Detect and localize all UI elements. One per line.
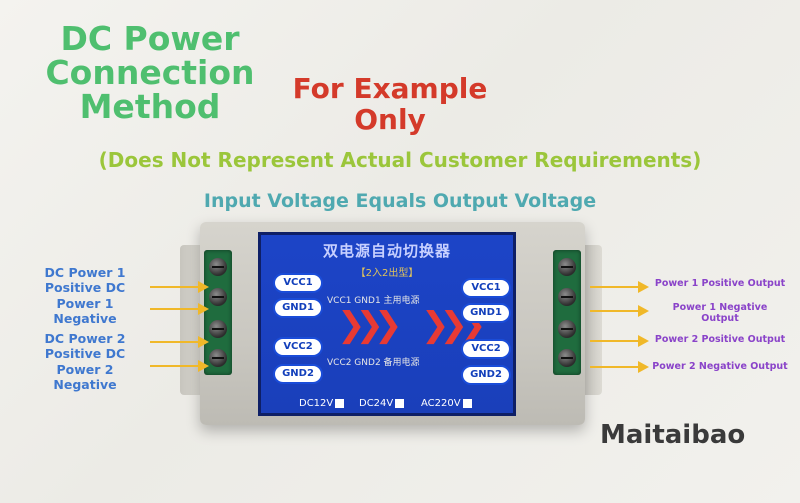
terminal-screw-icon bbox=[558, 349, 576, 367]
terminal-screw-icon bbox=[209, 320, 227, 338]
input-gnd1-pill: GND1 bbox=[273, 298, 323, 318]
output-arrow-2 bbox=[590, 310, 640, 312]
checkbox-icon bbox=[335, 398, 345, 408]
output-gnd1-pill: GND1 bbox=[461, 303, 511, 323]
terminal-screw-icon bbox=[209, 349, 227, 367]
checkbox-icon bbox=[395, 398, 405, 408]
output-label-3: Power 2 Positive Output bbox=[645, 334, 795, 345]
disclaimer-subtitle: (Does Not Represent Actual Customer Requ… bbox=[98, 148, 702, 172]
terminal-screw-icon bbox=[558, 258, 576, 276]
terminal-screw-icon bbox=[558, 288, 576, 306]
example-note: For Example Only bbox=[270, 73, 510, 135]
output-label-2-line-1: Power 1 Negative bbox=[672, 302, 768, 313]
option-dc12v-label: DC12V bbox=[299, 398, 334, 409]
input-label-2-line-2: Negative bbox=[53, 311, 117, 326]
panel-title: 双电源自动切换器 bbox=[322, 242, 451, 260]
voltage-note: Input Voltage Equals Output Voltage bbox=[203, 190, 597, 212]
output-gnd2-pill: GND2 bbox=[461, 365, 511, 385]
terminal-screw-icon bbox=[558, 320, 576, 338]
output-arrow-4 bbox=[590, 366, 640, 368]
backup-power-row-text: VCC2 GND2 备用电源 bbox=[327, 358, 420, 368]
title-line-3: Method bbox=[79, 87, 221, 126]
input-label-2: Power 1 Negative bbox=[20, 296, 150, 326]
output-label-1: Power 1 Positive Output bbox=[645, 278, 795, 289]
option-dc24v: DC24V bbox=[359, 398, 405, 409]
panel-subtitle: 【2入2出型】 bbox=[355, 268, 419, 279]
option-ac220v: AC220V bbox=[421, 398, 472, 409]
arrow-head-icon bbox=[198, 303, 209, 315]
terminal-screw-icon bbox=[209, 258, 227, 276]
input-vcc1-pill: VCC1 bbox=[273, 273, 323, 293]
output-label-4-line-1: Power 2 Negative Output bbox=[652, 361, 788, 372]
arrow-head-icon bbox=[638, 361, 649, 373]
input-label-4: Power 2 Negative bbox=[20, 362, 150, 392]
arrow-head-icon bbox=[638, 305, 649, 317]
input-vcc2-pill: VCC2 bbox=[273, 337, 323, 357]
input-label-1-line-2: Positive DC bbox=[44, 280, 126, 295]
output-label-3-line-1: Power 2 Positive Output bbox=[654, 334, 786, 345]
output-label-2: Power 1 Negative Output bbox=[645, 302, 795, 324]
input-arrow-1 bbox=[150, 286, 200, 288]
output-label-2-line-2: Output bbox=[701, 313, 739, 324]
input-label-1: DC Power 1 Positive DC bbox=[20, 265, 150, 295]
output-vcc1-pill: VCC1 bbox=[461, 278, 511, 298]
output-terminal-block bbox=[553, 250, 581, 375]
output-arrow-1 bbox=[590, 286, 640, 288]
arrow-head-icon bbox=[198, 360, 209, 372]
input-label-3: DC Power 2 Positive DC bbox=[20, 331, 150, 361]
output-label-4: Power 2 Negative Output bbox=[645, 361, 795, 372]
input-arrow-2 bbox=[150, 308, 200, 310]
main-power-row-text: VCC1 GND1 主用电源 bbox=[327, 296, 420, 306]
main-title: DC Power Connection Method bbox=[20, 22, 280, 124]
option-dc24v-label: DC24V bbox=[359, 398, 394, 409]
terminal-screw-icon bbox=[209, 288, 227, 306]
input-label-3-line-1: DC Power 2 bbox=[44, 331, 126, 346]
input-label-3-line-2: Positive DC bbox=[44, 346, 126, 361]
output-arrow-3 bbox=[590, 340, 640, 342]
checkbox-icon bbox=[462, 398, 472, 408]
front-panel: 双电源自动切换器 【2入2出型】 VCC1 GND1 VCC2 GND2 VCC… bbox=[258, 232, 516, 416]
input-label-1-line-1: DC Power 1 bbox=[44, 265, 126, 280]
option-dc12v: DC12V bbox=[299, 398, 345, 409]
output-vcc2-pill: VCC2 bbox=[461, 339, 511, 359]
input-label-4-line-2: Negative bbox=[53, 377, 117, 392]
title-line-1: DC Power bbox=[60, 19, 240, 58]
input-gnd2-pill: GND2 bbox=[273, 364, 323, 384]
brand-name: Maitaibao bbox=[600, 420, 746, 450]
arrow-head-icon bbox=[638, 281, 649, 293]
input-label-4-line-1: Power 2 bbox=[56, 362, 114, 377]
title-line-2: Connection bbox=[45, 53, 255, 92]
option-ac220v-label: AC220V bbox=[421, 398, 461, 409]
example-line-1: For Example bbox=[292, 72, 488, 105]
arrow-head-icon bbox=[198, 281, 209, 293]
input-label-2-line-1: Power 1 bbox=[56, 296, 114, 311]
chevron-arrows-icon: ❯❯❯ bbox=[337, 305, 403, 345]
input-arrow-4 bbox=[150, 365, 200, 367]
input-arrow-3 bbox=[150, 341, 200, 343]
arrow-head-icon bbox=[198, 336, 209, 348]
example-line-2: Only bbox=[354, 103, 426, 136]
arrow-head-icon bbox=[638, 335, 649, 347]
output-label-1-line-1: Power 1 Positive Output bbox=[654, 278, 786, 289]
input-terminal-block bbox=[204, 250, 232, 375]
